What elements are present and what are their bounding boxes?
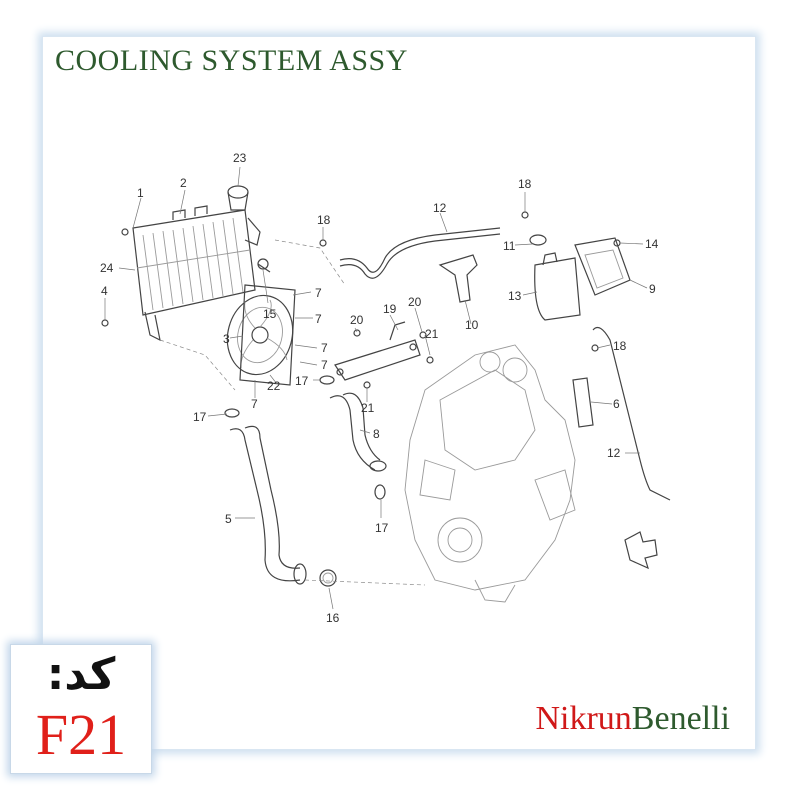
callout-2: 2 — [180, 176, 187, 190]
callout-3: 3 — [223, 332, 230, 346]
direction-arrow — [624, 531, 658, 570]
callout-16: 16 — [326, 611, 340, 625]
upper-hose — [339, 227, 501, 279]
clamp-16 — [319, 569, 337, 587]
callout-20: 20 — [408, 295, 422, 309]
bolts — [101, 211, 621, 389]
callout-10: 10 — [465, 318, 479, 332]
callout-22: 22 — [267, 379, 281, 393]
callout-21: 21 — [361, 401, 375, 415]
code-value: F21 — [35, 702, 127, 767]
hose-clamp — [319, 375, 335, 385]
callout-14: 14 — [645, 237, 659, 251]
cooling-system-diagram: 1 2 23 18 12 18 11 14 24 4 15 7 13 9 3 7… — [100, 151, 671, 625]
coolant-reservoir — [529, 234, 581, 321]
callout-20: 20 — [350, 313, 364, 327]
code-box: کد: F21 — [10, 644, 152, 774]
callout-7: 7 — [321, 341, 328, 355]
dashed-leaders — [159, 239, 426, 586]
callout-12: 12 — [607, 446, 621, 460]
page-frame — [42, 36, 756, 750]
radiator-cap — [227, 185, 261, 246]
lower-hose-5 — [229, 425, 307, 585]
callout-15: 15 — [263, 307, 277, 321]
code-label: کد: — [46, 649, 116, 700]
leader-lines — [104, 166, 648, 610]
callout-21: 21 — [425, 327, 439, 341]
brand-part-nikrun: Nikrun — [535, 700, 632, 737]
clamp-16-inner — [322, 572, 334, 584]
bracket-10 — [438, 254, 478, 303]
callout-8: 8 — [373, 427, 380, 441]
callout-7: 7 — [315, 286, 322, 300]
callout-9: 9 — [649, 282, 656, 296]
callout-19: 19 — [383, 302, 397, 316]
callout-18: 18 — [317, 213, 331, 227]
callout-5: 5 — [225, 512, 232, 526]
callout-24: 24 — [100, 261, 114, 275]
callout-23: 23 — [233, 151, 247, 165]
bracket-19 — [334, 321, 421, 381]
hose-8 — [329, 392, 387, 472]
callout-6: 6 — [613, 397, 620, 411]
callout-12: 12 — [433, 201, 447, 215]
fan-assembly — [226, 258, 296, 386]
hose-clamp — [224, 408, 240, 418]
callout-7: 7 — [251, 397, 258, 411]
page-title: COOLING SYSTEM ASSY — [55, 44, 408, 77]
callout-7: 7 — [315, 312, 322, 326]
callout-7: 7 — [321, 358, 328, 372]
brand-watermark: NikrunBenelli — [535, 700, 730, 738]
callout-17: 17 — [375, 521, 389, 535]
radiator — [132, 205, 256, 342]
hose-clamp — [374, 484, 386, 500]
overflow-hose — [592, 327, 671, 501]
callout-11: 11 — [503, 239, 516, 253]
callout-4: 4 — [101, 284, 108, 298]
reservoir-cover — [574, 237, 631, 296]
engine — [404, 344, 576, 603]
callout-1: 1 — [137, 186, 144, 200]
callout-18: 18 — [518, 177, 532, 191]
brand-part-benelli: Benelli — [631, 700, 730, 737]
callout-18: 18 — [613, 339, 627, 353]
callout-17: 17 — [193, 410, 207, 424]
callout-13: 13 — [508, 289, 522, 303]
plate-6 — [572, 377, 594, 428]
callout-labels: 1 2 23 18 12 18 11 14 24 4 15 7 13 9 3 7… — [100, 151, 659, 625]
callout-17: 17 — [295, 374, 309, 388]
